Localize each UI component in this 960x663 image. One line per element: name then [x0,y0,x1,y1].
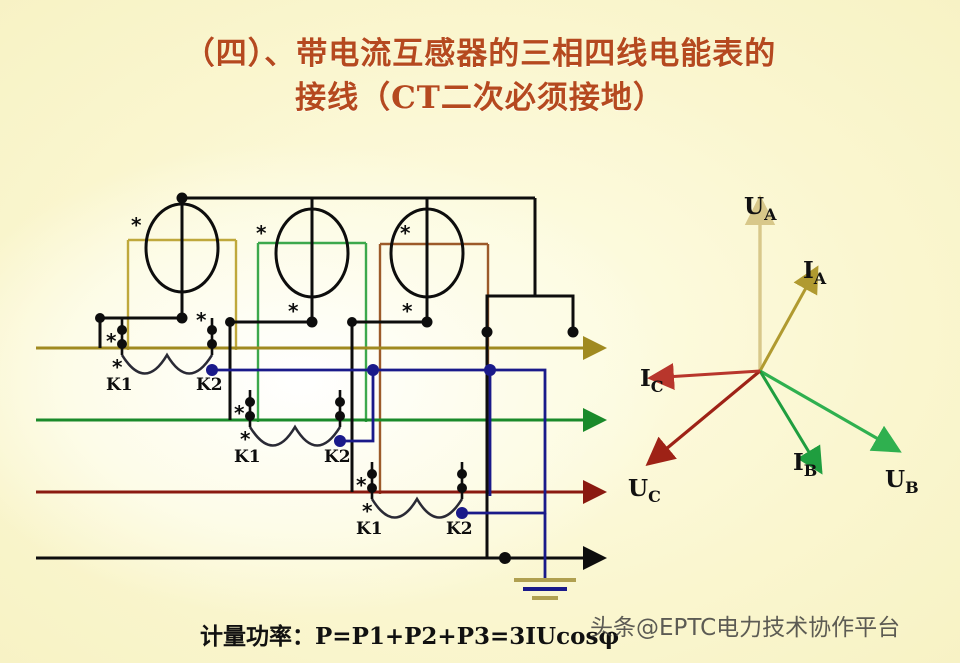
phasor-label-ub: UB [885,466,919,497]
ct-phase-a: K1 K2 * * [106,318,223,395]
polarity-mark-star: * [131,213,142,237]
title-line-1: （四）、带电流互感器的三相四线电能表的 [183,36,777,72]
phasor-ia [758,265,819,372]
polarity-mark-star: * [362,499,373,523]
meter-element-3: * * [347,198,465,492]
ct-terminal-k2-label: K2 [446,519,473,539]
ct-terminal-k1-label: K1 [356,519,383,539]
meter-element-2: * * [225,198,350,420]
phasor-label-ia: IA [803,257,827,288]
earth-ground [514,578,576,600]
phasor-label-uc: UC [628,475,661,506]
watermark-text: 头条@EPTC电力技术协作平台 [590,615,901,641]
ct-phase-b: K1 K2 * * [234,390,351,467]
polarity-mark-star: * [106,329,117,353]
phasor-uc [645,369,762,467]
phasor-label-ua: UA [744,193,777,224]
polarity-mark-star: * [256,221,267,245]
title-line-2: 接线（CT二次必须接地） [295,80,665,117]
polarity-mark-star: * [402,299,413,323]
polarity-mark-star: * [356,473,367,497]
junction-dot [499,552,511,564]
polarity-mark-star: * [240,427,251,451]
ct-terminal-k2-label: K2 [324,447,351,467]
neutral-bracket [481,198,579,558]
ct-phase-c: K1 K2 * * [356,462,473,539]
phasor-ib [758,370,823,475]
polarity-mark-star: * [400,221,411,245]
phasor-ub [759,369,902,453]
ct-terminal-k1-label: K1 [106,375,133,395]
polarity-mark-star: * [196,308,207,332]
meter-element-1: * * [95,192,220,348]
ct-secondary-wiring [212,364,547,580]
polarity-mark-star: * [288,299,299,323]
polarity-mark-star: * [234,401,245,425]
page-title: （四）、带电流互感器的三相四线电能表的 接线（CT二次必须接地） [0,32,960,120]
ct-terminal-k1-label: K1 [234,447,261,467]
phasor-label-ic: IC [640,365,664,396]
polarity-mark-star: * [112,355,123,379]
ct-terminal-k2-label: K2 [196,375,223,395]
phasor-ic [647,363,761,390]
phasor-diagram: UA IA UB IB UC IC [628,193,919,506]
power-formula: 计量功率：P=P1+P2+P3=3IUcosφ [200,623,620,650]
phasor-label-ib: IB [793,449,817,480]
